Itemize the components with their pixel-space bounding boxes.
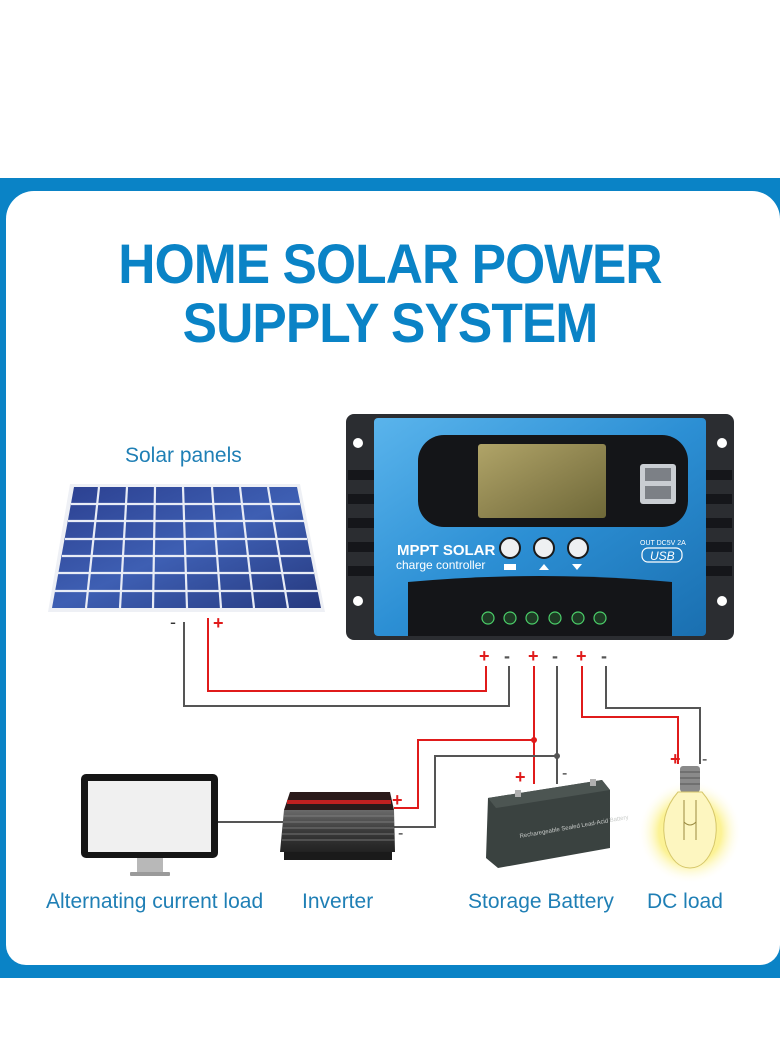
controller-terminal-signs: +- +- +- bbox=[479, 646, 607, 666]
solar-panel-icon bbox=[48, 484, 325, 612]
svg-text:charge controller: charge controller bbox=[396, 558, 485, 572]
panel-negative-wire bbox=[183, 622, 510, 707]
inverter-minus: - bbox=[398, 825, 403, 842]
dc-load-plus: + bbox=[670, 749, 681, 769]
inverter-positive-wire bbox=[394, 739, 534, 809]
svg-text:-: - bbox=[601, 646, 607, 666]
battery-label: Storage Battery bbox=[468, 890, 614, 913]
svg-text:-: - bbox=[552, 646, 558, 666]
menu-button bbox=[499, 537, 521, 559]
battery-plus: + bbox=[515, 767, 526, 787]
inverter-negative-wire bbox=[394, 755, 557, 828]
dc-load-positive-wire bbox=[581, 666, 679, 764]
down-button bbox=[567, 537, 589, 559]
solar-panels-label: Solar panels bbox=[125, 444, 242, 467]
dc-load-negative-wire bbox=[605, 666, 701, 764]
svg-text:MPPT SOLAR: MPPT SOLAR bbox=[397, 542, 496, 559]
page-title-line1: HOME SOLAR POWER bbox=[118, 232, 662, 295]
svg-text:+: + bbox=[479, 646, 490, 666]
battery-icon: Recharegeable Sealed Lead-Acid Battery bbox=[486, 779, 629, 868]
panel-minus: - bbox=[170, 612, 176, 632]
ac-load-label: Alternating current load bbox=[46, 890, 264, 913]
up-button bbox=[533, 537, 555, 559]
light-bulb-icon bbox=[638, 766, 742, 884]
svg-text:USB: USB bbox=[650, 549, 675, 563]
battery-minus: - bbox=[562, 765, 567, 782]
page-title-line2: SUPPLY SYSTEM bbox=[182, 291, 599, 354]
panel-plus: + bbox=[213, 613, 224, 633]
dc-load-label: DC load bbox=[647, 890, 723, 913]
svg-text:-: - bbox=[504, 646, 510, 666]
inverter-icon bbox=[280, 792, 395, 860]
inverter-label: Inverter bbox=[302, 890, 374, 913]
charge-controller-icon: MPPT SOLAR charge controller OUT DC5V 2A… bbox=[346, 414, 734, 640]
dc-load-minus: - bbox=[702, 751, 707, 768]
monitor-icon bbox=[81, 774, 218, 876]
svg-text:+: + bbox=[528, 646, 539, 666]
panel-positive-wire bbox=[207, 618, 487, 692]
inverter-plus: + bbox=[392, 790, 403, 810]
svg-text:+: + bbox=[576, 646, 587, 666]
svg-text:OUT DC5V 2A: OUT DC5V 2A bbox=[640, 540, 686, 547]
